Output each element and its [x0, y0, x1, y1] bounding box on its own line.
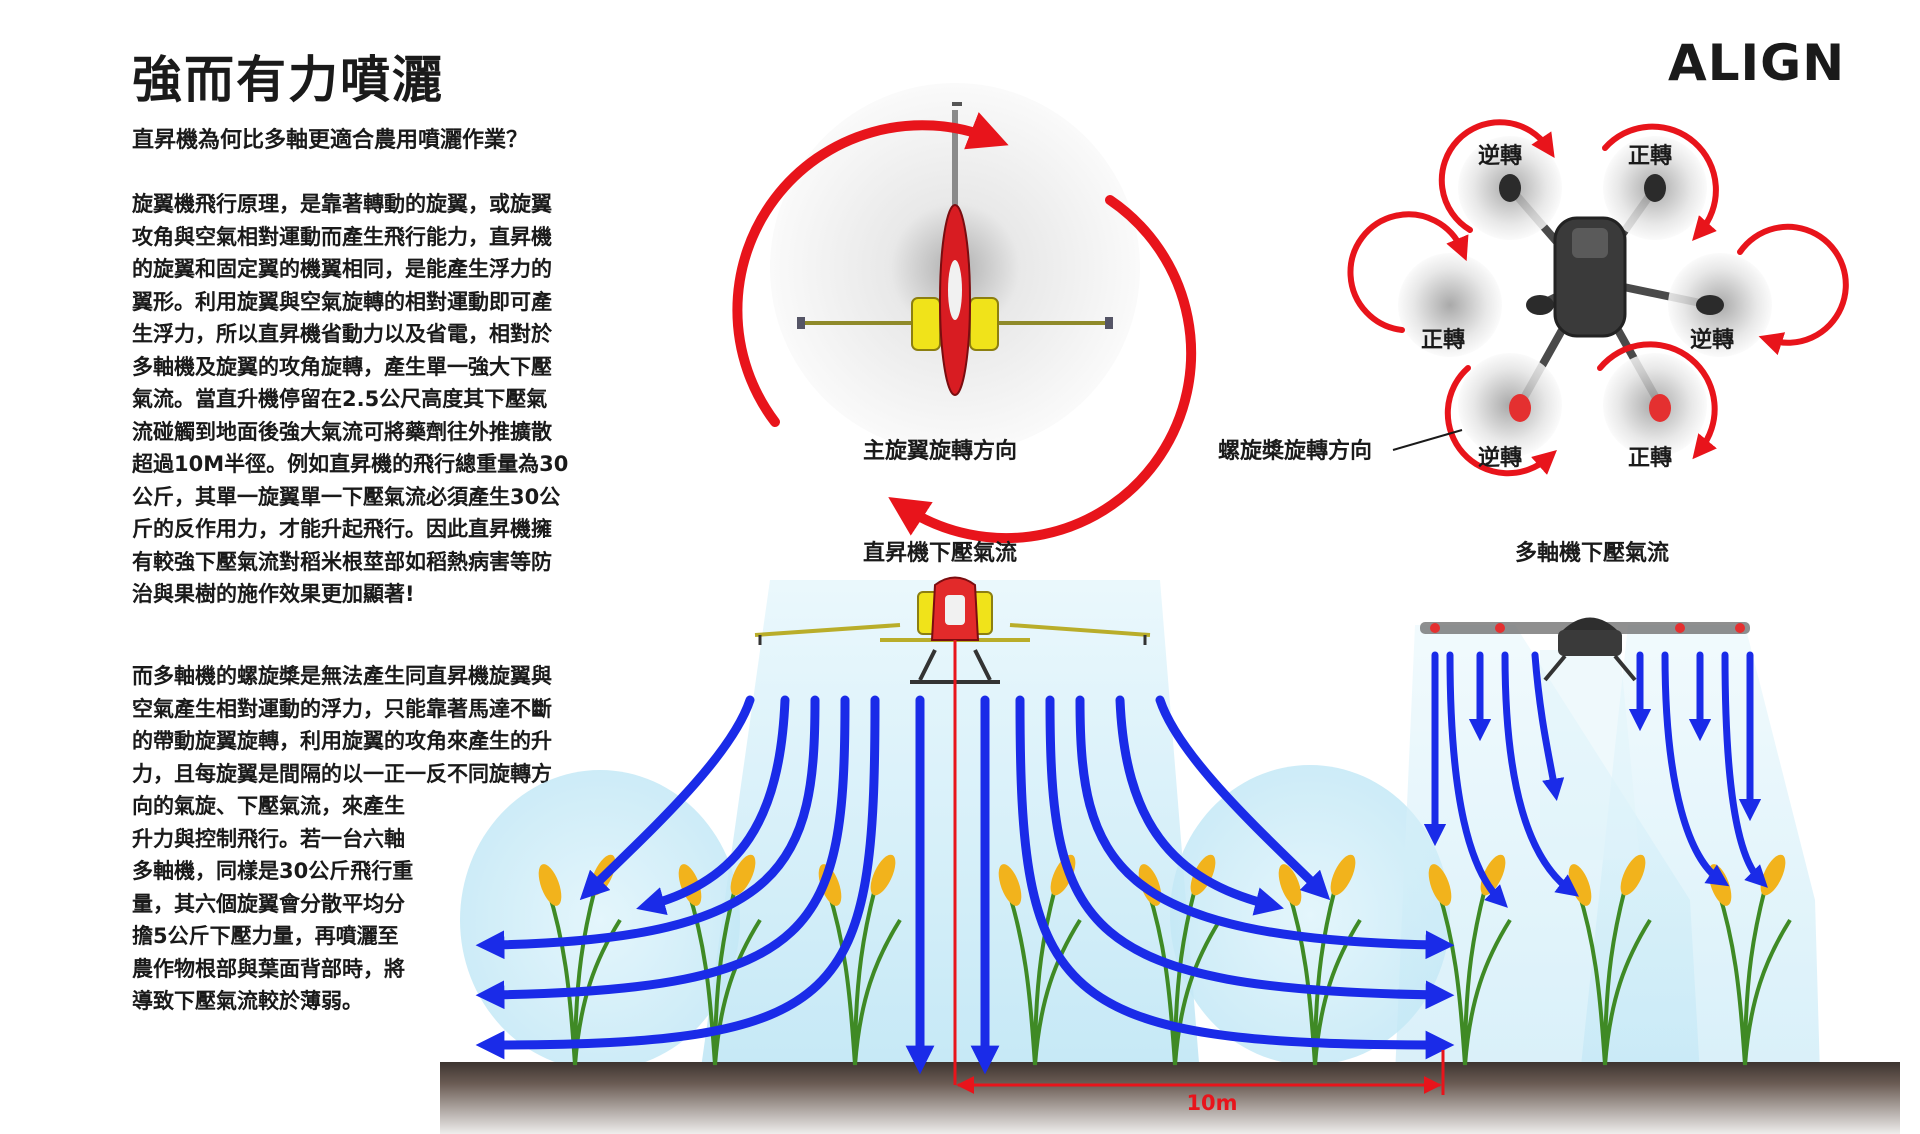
text-line: 力，且每旋翼是間隔的以一正一反不同旋轉方	[132, 761, 552, 786]
text-line: 氣流。當直升機停留在2.5公尺高度其下壓氣	[132, 387, 548, 411]
main-rotor-direction-label: 主旋翼旋轉方向	[863, 438, 1017, 464]
text-line: 農作物根部與葉面背部時，將	[132, 956, 405, 981]
hexacopter-top-view: 逆轉 正轉 正轉 逆轉 逆轉 正轉 螺旋槳旋轉方向	[1218, 119, 1849, 477]
helicopter-explanation: 旋翼機飛行原理，是靠著轉動的旋翼，或旋翼 攻角與空氣相對運動而產生飛行能力，直昇…	[132, 188, 568, 611]
propeller-rotation-arrow	[1438, 119, 1555, 233]
distance-label: 10m	[1186, 1091, 1237, 1115]
text-line: 多軸機及旋翼的攻角旋轉，產生單一強大下壓	[132, 354, 552, 379]
airflow-arrow	[1446, 651, 1508, 908]
text-line: 多軸機，同樣是30公斤飛行重	[132, 859, 414, 883]
text-line: 生浮力，所以直昇機省動力以及省電，相對於	[132, 322, 552, 346]
propeller-disc	[1398, 253, 1502, 357]
airflow-arrow	[1531, 651, 1565, 802]
page-title: 強而有力噴灑	[132, 51, 444, 109]
text-line: 旋翼機飛行原理，是靠著轉動的旋翼，或旋翼	[132, 192, 552, 216]
rice-plant	[1568, 854, 1652, 1066]
tank-left	[911, 297, 941, 351]
text-line: 擔5公斤下壓力量，再噴灑至	[132, 924, 399, 948]
text-line: 的帶動旋翼旋轉，利用旋翼的攻角來產生的升	[132, 729, 552, 753]
text-line: 治與果樹的施作效果更加顯著!	[132, 582, 415, 606]
text-line: 翼形。利用旋翼與空氣旋轉的相對運動即可產	[132, 289, 552, 314]
text-line: 流碰觸到地面後強大氣流可將藥劑往外推擴散	[132, 419, 552, 444]
helicopter-downwash-label: 直昇機下壓氣流	[863, 540, 1017, 566]
distance-measurement: 10m	[953, 640, 1445, 1115]
airflow-arrow	[1045, 695, 1455, 1010]
airflow-arrow	[475, 695, 880, 1060]
propeller-rotation-arrow	[1602, 123, 1719, 242]
rice-plant	[818, 854, 902, 1066]
rotor-direction-label: 逆轉	[1478, 445, 1522, 471]
text-line: 攻角與空氣相對運動而產生飛行能力，直昇機	[132, 224, 552, 249]
text-line: 斤的反作用力，才能升起飛行。因此直昇機擁	[132, 517, 552, 541]
align-logo: ALIGN	[1668, 34, 1846, 92]
airflow-arrow	[1015, 695, 1455, 1060]
text-line: 的旋翼和固定翼的機翼相同，是能產生浮力的	[132, 257, 552, 281]
airflow-arrow	[1661, 651, 1730, 887]
rotor-direction-label: 逆轉	[1690, 327, 1734, 353]
airflow-arrow	[1115, 695, 1284, 916]
page-subtitle: 直昇機為何比多軸更適合農用噴灑作業？	[132, 128, 529, 153]
propeller-rotation-arrow	[1347, 211, 1469, 333]
airflow-arrow	[1075, 695, 1455, 960]
propeller-direction-label: 螺旋槳旋轉方向	[1218, 438, 1372, 464]
airflow-arrow	[636, 695, 790, 916]
rotor-direction-label: 正轉	[1421, 327, 1465, 353]
text-line: 超過10M半徑。例如直昇機的飛行總重量為30	[132, 452, 569, 476]
propeller-rotation-arrow	[1597, 341, 1718, 460]
helicopter-side-view	[754, 576, 1151, 684]
main-rotor-rotation-arrow	[888, 195, 1197, 544]
helicopter-airflow-arrows	[475, 695, 1455, 1075]
multirotor-explanation: 而多軸機的螺旋槳是無法產生同直昇機旋翼與 空氣產生相對運動的浮力，只能靠著馬達不…	[132, 660, 552, 1018]
text-line: 向的氣旋、下壓氣流，來產生	[132, 794, 405, 818]
text-line: 有較強下壓氣流對稻米根莖部如稻熱病害等防	[132, 549, 552, 574]
airflow-arrow	[475, 695, 850, 1010]
tank-right	[969, 297, 999, 351]
text-line: 而多軸機的螺旋槳是無法產生同直昇機旋翼與	[132, 664, 552, 688]
helicopter-top-view: 主旋翼旋轉方向	[732, 83, 1197, 544]
rotor-direction-label: 正轉	[1628, 143, 1672, 169]
airflow-arrow	[1501, 651, 1579, 897]
propeller-rotation-arrow	[1444, 365, 1557, 477]
propeller-rotation-arrow	[1737, 223, 1849, 356]
airflow-arrow	[579, 695, 755, 901]
ground	[440, 1062, 1900, 1134]
airflow-arrow	[1155, 695, 1331, 901]
main-rotor-rotation-arrow	[732, 112, 1009, 427]
text-line: 量，其六個旋翼會分散平均分	[132, 891, 405, 916]
rotor-direction-label: 逆轉	[1478, 143, 1522, 169]
text-line: 空氣產生相對運動的浮力，只能靠著馬達不斷	[132, 696, 552, 721]
text-line: 公斤，其單一旋翼單一下壓氣流必須產生30公	[132, 484, 561, 509]
multirotor-airflow-arrows	[1423, 651, 1768, 908]
multirotor-downwash-label: 多軸機下壓氣流	[1515, 540, 1669, 566]
airflow-arrow	[475, 695, 820, 960]
text-line: 升力與控制飛行。若一台六軸	[132, 826, 405, 851]
rotor-direction-label: 正轉	[1628, 445, 1672, 471]
airflow-arrow	[1721, 651, 1768, 888]
callout-leader-line	[1392, 429, 1463, 451]
hexacopter-side-view	[1420, 617, 1750, 682]
text-line: 導致下壓氣流較於薄弱。	[132, 989, 363, 1013]
